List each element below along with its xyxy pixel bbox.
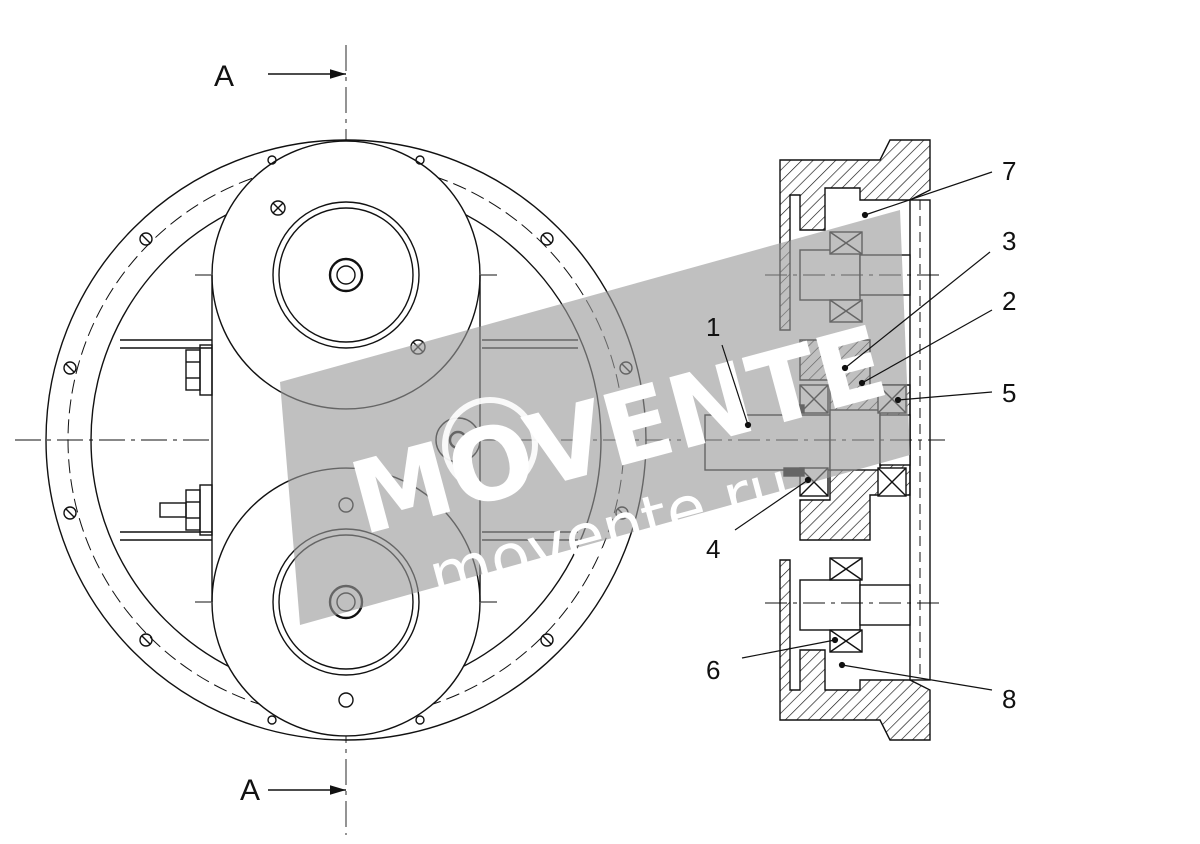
callout-8: 8: [838, 661, 1016, 714]
callout-1: 1: [706, 312, 752, 429]
callout-3: 3: [841, 226, 1016, 372]
callout-number: 6: [706, 655, 720, 685]
callout-number: 2: [1002, 286, 1016, 316]
callout-2: 2: [858, 286, 1016, 387]
left-nut-upper: [185, 344, 213, 396]
upper-hub-outer: [328, 257, 364, 293]
callout-number: 7: [1002, 156, 1016, 186]
upper-gear-outer: [272, 201, 420, 349]
callout-number: 1: [706, 312, 720, 342]
watermark-band: [280, 210, 910, 625]
upper-hub-inner: [336, 265, 356, 285]
callout-number: 8: [1002, 684, 1016, 714]
section-letter-top: A: [214, 60, 234, 93]
upper-gear-inner: [278, 207, 414, 343]
callout-4: 4: [706, 476, 812, 564]
left-nut-lower: [159, 484, 213, 536]
lower-idler-shaft: [799, 579, 861, 631]
callout-7: 7: [861, 156, 1016, 219]
section-marker-bottom: A: [240, 774, 346, 807]
callout-number: 5: [1002, 378, 1016, 408]
plug-icon: [270, 200, 286, 216]
callout-5: 5: [894, 378, 1016, 408]
callouts: 1 2 3 4 5 6 7 8: [706, 156, 1016, 714]
section-marker-top: A: [214, 60, 346, 93]
watermark-logo-ring: [442, 397, 538, 493]
section-letter-bottom: A: [240, 774, 260, 807]
callout-number: 3: [1002, 226, 1016, 256]
dowel-hole: [338, 692, 354, 708]
housing-section-bottom: [779, 559, 931, 741]
callout-6: 6: [706, 636, 839, 685]
callout-number: 4: [706, 534, 720, 564]
